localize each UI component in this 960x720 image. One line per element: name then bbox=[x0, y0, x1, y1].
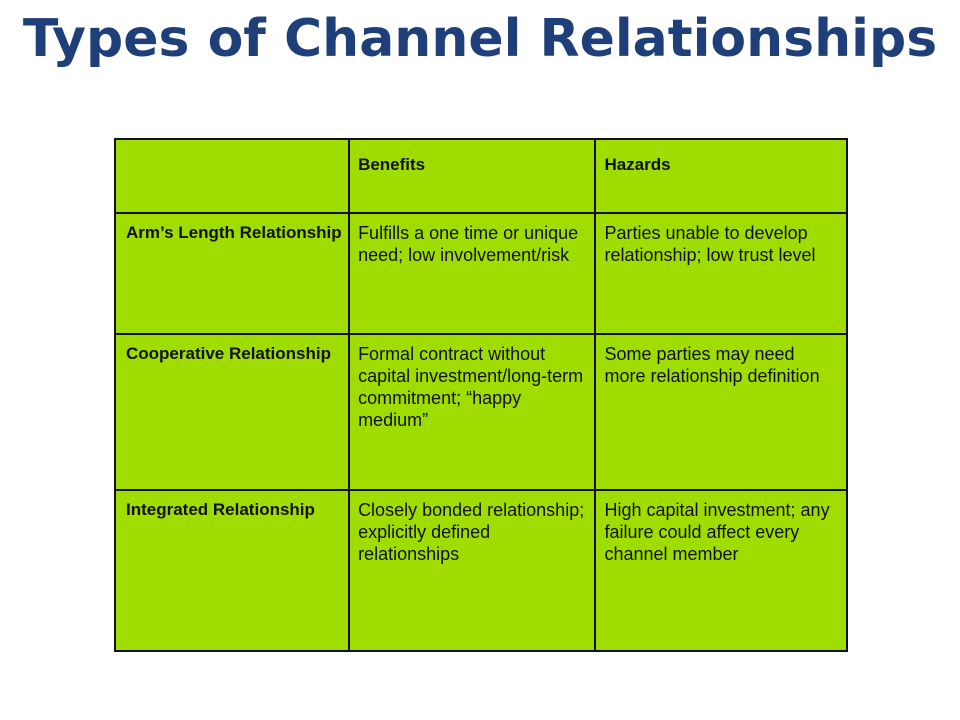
relationships-table-container: Benefits Hazards Arm’s Length Relationsh… bbox=[113, 137, 848, 652]
benefits-cell: Formal contract without capital investme… bbox=[348, 332, 597, 492]
benefits-cell: Fulfills a one time or unique need; low … bbox=[348, 212, 597, 335]
benefits-cell: Closely bonded relationship; explicitly … bbox=[348, 489, 597, 652]
row-label-arms-length: Arm’s Length Relationship bbox=[113, 212, 351, 335]
table-row: Cooperative Relationship Formal contract… bbox=[113, 332, 848, 492]
hazards-cell: Parties unable to develop relationship; … bbox=[594, 212, 848, 335]
table-header-row: Benefits Hazards bbox=[113, 137, 848, 215]
header-cell-benefits: Benefits bbox=[348, 137, 597, 215]
hazards-cell: High capital investment; any failure cou… bbox=[594, 489, 848, 652]
header-cell-empty bbox=[113, 137, 351, 215]
header-cell-hazards: Hazards bbox=[594, 137, 848, 215]
hazards-cell: Some parties may need more relationship … bbox=[594, 332, 848, 492]
row-label-cooperative: Cooperative Relationship bbox=[113, 332, 351, 492]
slide-title: Types of Channel Relationships bbox=[22, 9, 938, 69]
row-label-integrated: Integrated Relationship bbox=[113, 489, 351, 652]
table-row: Integrated Relationship Closely bonded r… bbox=[113, 489, 848, 652]
relationships-table: Benefits Hazards Arm’s Length Relationsh… bbox=[113, 137, 848, 652]
table-row: Arm’s Length Relationship Fulfills a one… bbox=[113, 212, 848, 335]
